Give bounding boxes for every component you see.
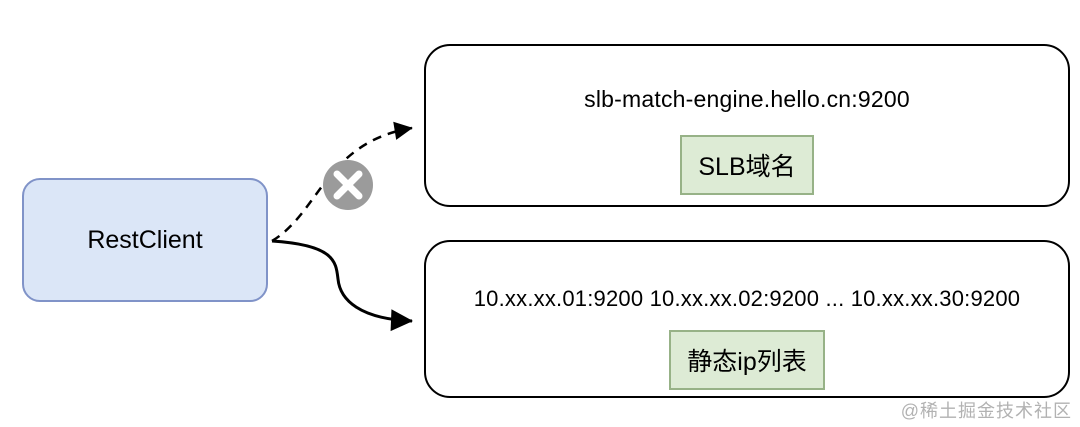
restclient-label: RestClient	[87, 225, 203, 254]
slb-domain-tag: SLB域名	[680, 135, 814, 195]
static-ip-list: 10.xx.xx.01:9200 10.xx.xx.02:9200 ... 10…	[473, 286, 1021, 311]
x-circle-icon	[323, 160, 373, 210]
dashed-arrow-to-slb	[271, 121, 413, 243]
slb-domain-node: slb-match-engine.hello.cn:9200 SLB域名	[424, 44, 1070, 207]
static-ip-tag: 静态ip列表	[669, 330, 825, 390]
solid-arrow-to-ip-list	[271, 239, 413, 332]
watermark: @稀土掘金技术社区	[900, 401, 1072, 421]
static-ip-node: 10.xx.xx.01:9200 10.xx.xx.02:9200 ... 10…	[424, 240, 1070, 398]
restclient-node: RestClient	[22, 178, 268, 302]
slb-domain-address: slb-match-engine.hello.cn:9200	[584, 86, 910, 112]
